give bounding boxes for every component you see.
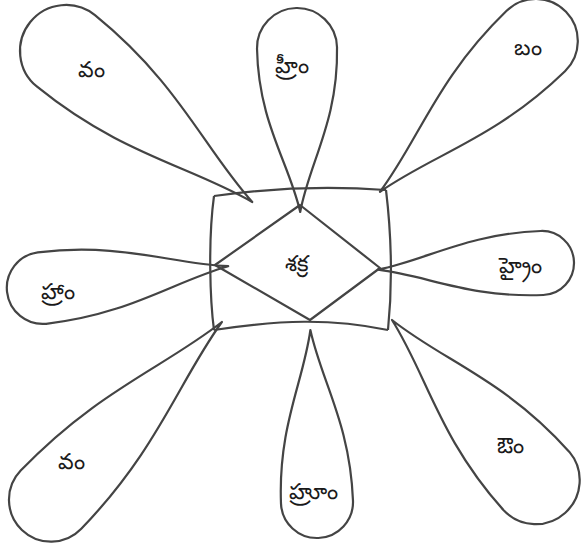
outline-path: [7, 249, 228, 323]
petal-outline: [376, 0, 582, 196]
bija-syllable: హ్రాం: [41, 280, 75, 304]
petal-node: హ్రైం: [374, 227, 578, 299]
petal-outline: [2, 248, 232, 328]
bija-syllable: వం: [78, 58, 105, 82]
petal-node: ఔం: [388, 316, 582, 529]
bija-syllable: బం: [514, 36, 542, 60]
outline-path: [380, 0, 578, 192]
outline-path: [215, 205, 380, 320]
petal-node: హ్రీం: [253, 4, 341, 216]
outline-path: [20, 5, 252, 202]
petal-outline: [253, 4, 341, 216]
petal-outline: [388, 316, 582, 529]
bija-syllable: వం: [58, 450, 85, 474]
petal-outline: [374, 227, 578, 299]
petal-node: బం: [376, 0, 582, 196]
outline-path: [392, 320, 580, 524]
bija-syllable: హ్రూం: [289, 480, 338, 504]
outline-path: [9, 322, 222, 542]
bija-syllable: శక్ర: [285, 252, 308, 276]
petal-outline: [16, 1, 256, 206]
petal-node: వం: [5, 318, 226, 544]
center-diamond: శక్ర: [211, 201, 384, 324]
petal-outline: [277, 326, 357, 542]
outline-path: [280, 330, 352, 538]
outline-path: [378, 231, 574, 295]
petal-node: హ్రాం: [2, 248, 232, 328]
petal-node: హ్రూం: [277, 326, 357, 542]
petal-node: వం: [16, 1, 256, 206]
bija-syllable: హ్రీం: [275, 54, 309, 78]
bija-syllable: ఔం: [497, 434, 524, 458]
outline-path: [257, 8, 337, 212]
bija-syllable: హ్రైం: [499, 254, 542, 278]
petal-outline: [5, 318, 226, 544]
